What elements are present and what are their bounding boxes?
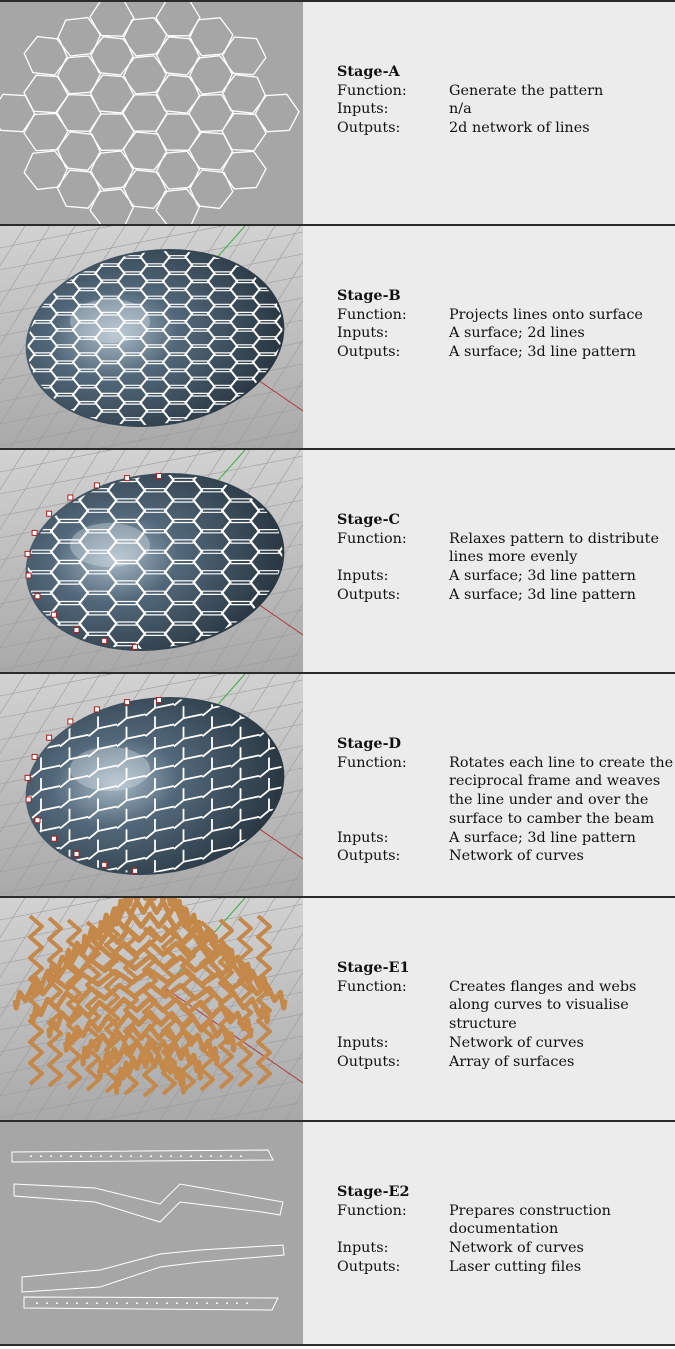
table-rule — [0, 1344, 675, 1346]
inputs-label: Inputs: — [337, 829, 389, 846]
stage-title: Stage-E1 — [337, 959, 410, 976]
inputs-value: Network of curves — [449, 1240, 584, 1257]
stage-a-text: Stage-A Function: Generate the pattern In… — [303, 2, 675, 224]
stage-title: Stage-B — [337, 287, 401, 304]
outputs-value: 2d network of lines — [449, 120, 590, 137]
table-rule — [0, 448, 675, 450]
inputs-label: Inputs: — [337, 568, 389, 585]
function-label: Function: — [337, 530, 407, 547]
stage-row-b: Stage-B Function: Projects lines onto sur… — [0, 226, 675, 448]
inputs-label: Inputs: — [337, 101, 389, 118]
shell-highlight — [70, 299, 150, 343]
table-rule — [0, 896, 675, 898]
stage-b-projection-image — [0, 226, 303, 448]
function-label: Function: — [337, 754, 407, 771]
function-value: Prepares construction documentation — [449, 1202, 611, 1238]
function-label: Function: — [337, 306, 407, 323]
inputs-value: A surface; 3d line pattern — [449, 568, 636, 585]
function-value: Rotates each line to create the reciproc… — [449, 754, 674, 827]
function-label: Function: — [337, 978, 407, 995]
function-label: Function: — [337, 1202, 407, 1219]
stage-row-e1: Stage-E1 Function: Creates flanges and we… — [0, 898, 675, 1120]
outputs-label: Outputs: — [337, 344, 401, 361]
hexagon-pattern — [0, 2, 300, 224]
outputs-value: A surface; 3d line pattern — [449, 344, 636, 361]
stage-a-pattern-image — [0, 2, 303, 224]
support-markers — [24, 473, 162, 650]
outputs-label: Outputs: — [337, 586, 401, 603]
outputs-value: Array of surfaces — [449, 1053, 575, 1070]
outputs-value: A surface; 3d line pattern — [449, 586, 636, 603]
outputs-value: Laser cutting files — [449, 1258, 582, 1275]
function-value: Relaxes pattern to distribute lines more… — [449, 530, 659, 566]
laser-cutting-outlines — [11, 1149, 285, 1311]
table-rule — [0, 0, 675, 2]
function-value: Generate the pattern — [449, 82, 604, 99]
outputs-label: Outputs: — [337, 1053, 401, 1070]
inputs-label: Inputs: — [337, 325, 389, 342]
stage-title: Stage-A — [337, 63, 400, 80]
timber-frame — [12, 898, 288, 1098]
stage-row-a: Stage-A Function: Generate the pattern In… — [0, 2, 675, 224]
outputs-label: Outputs: — [337, 1258, 401, 1275]
stage-row-e2: Stage-E2 Function: Prepares construction … — [0, 1122, 675, 1344]
inputs-label: Inputs: — [337, 1034, 389, 1051]
stage-e1-text: Stage-E1 Function: Creates flanges and we… — [303, 898, 675, 1120]
shell-surface — [25, 248, 285, 428]
stage-title: Stage-D — [337, 735, 402, 752]
support-markers — [24, 697, 162, 874]
inputs-value: A surface; 3d line pattern — [449, 829, 636, 846]
shell-surface — [25, 472, 285, 652]
shell-highlight — [70, 523, 150, 567]
outputs-value: Network of curves — [449, 848, 584, 865]
outputs-label: Outputs: — [337, 848, 401, 865]
bolt-hole-marks — [30, 1155, 248, 1304]
outputs-label: Outputs: — [337, 120, 401, 137]
inputs-label: Inputs: — [337, 1240, 389, 1257]
inputs-value: n/a — [449, 101, 472, 118]
stage-row-d: Stage-D Function: Rotates each line to cr… — [0, 674, 675, 896]
function-value: Projects lines onto surface — [449, 306, 643, 323]
function-label: Function: — [337, 82, 407, 99]
stage-b-text: Stage-B Function: Projects lines onto sur… — [303, 226, 675, 448]
stage-d-reciprocal-image — [0, 674, 303, 896]
stage-e1-timber-image — [0, 898, 303, 1120]
stage-c-text: Stage-C Function: Relaxes pattern to dist… — [303, 450, 675, 672]
table-rule — [0, 672, 675, 674]
stage-title: Stage-C — [337, 511, 401, 528]
stage-d-text: Stage-D Function: Rotates each line to cr… — [303, 674, 675, 896]
stage-title: Stage-E2 — [337, 1183, 410, 1200]
stage-e2-text: Stage-E2 Function: Prepares construction … — [303, 1122, 675, 1344]
shell-highlight — [70, 747, 150, 791]
stage-e2-cutting-image — [0, 1122, 303, 1344]
inputs-value: Network of curves — [449, 1034, 584, 1051]
stage-c-relaxed-image — [0, 450, 303, 672]
function-value: Creates flanges and webs along curves to… — [449, 978, 637, 1033]
stage-row-c: Stage-C Function: Relaxes pattern to dist… — [0, 450, 675, 672]
table-rule — [0, 1120, 675, 1122]
table-rule — [0, 224, 675, 226]
inputs-value: A surface; 2d lines — [449, 325, 585, 342]
